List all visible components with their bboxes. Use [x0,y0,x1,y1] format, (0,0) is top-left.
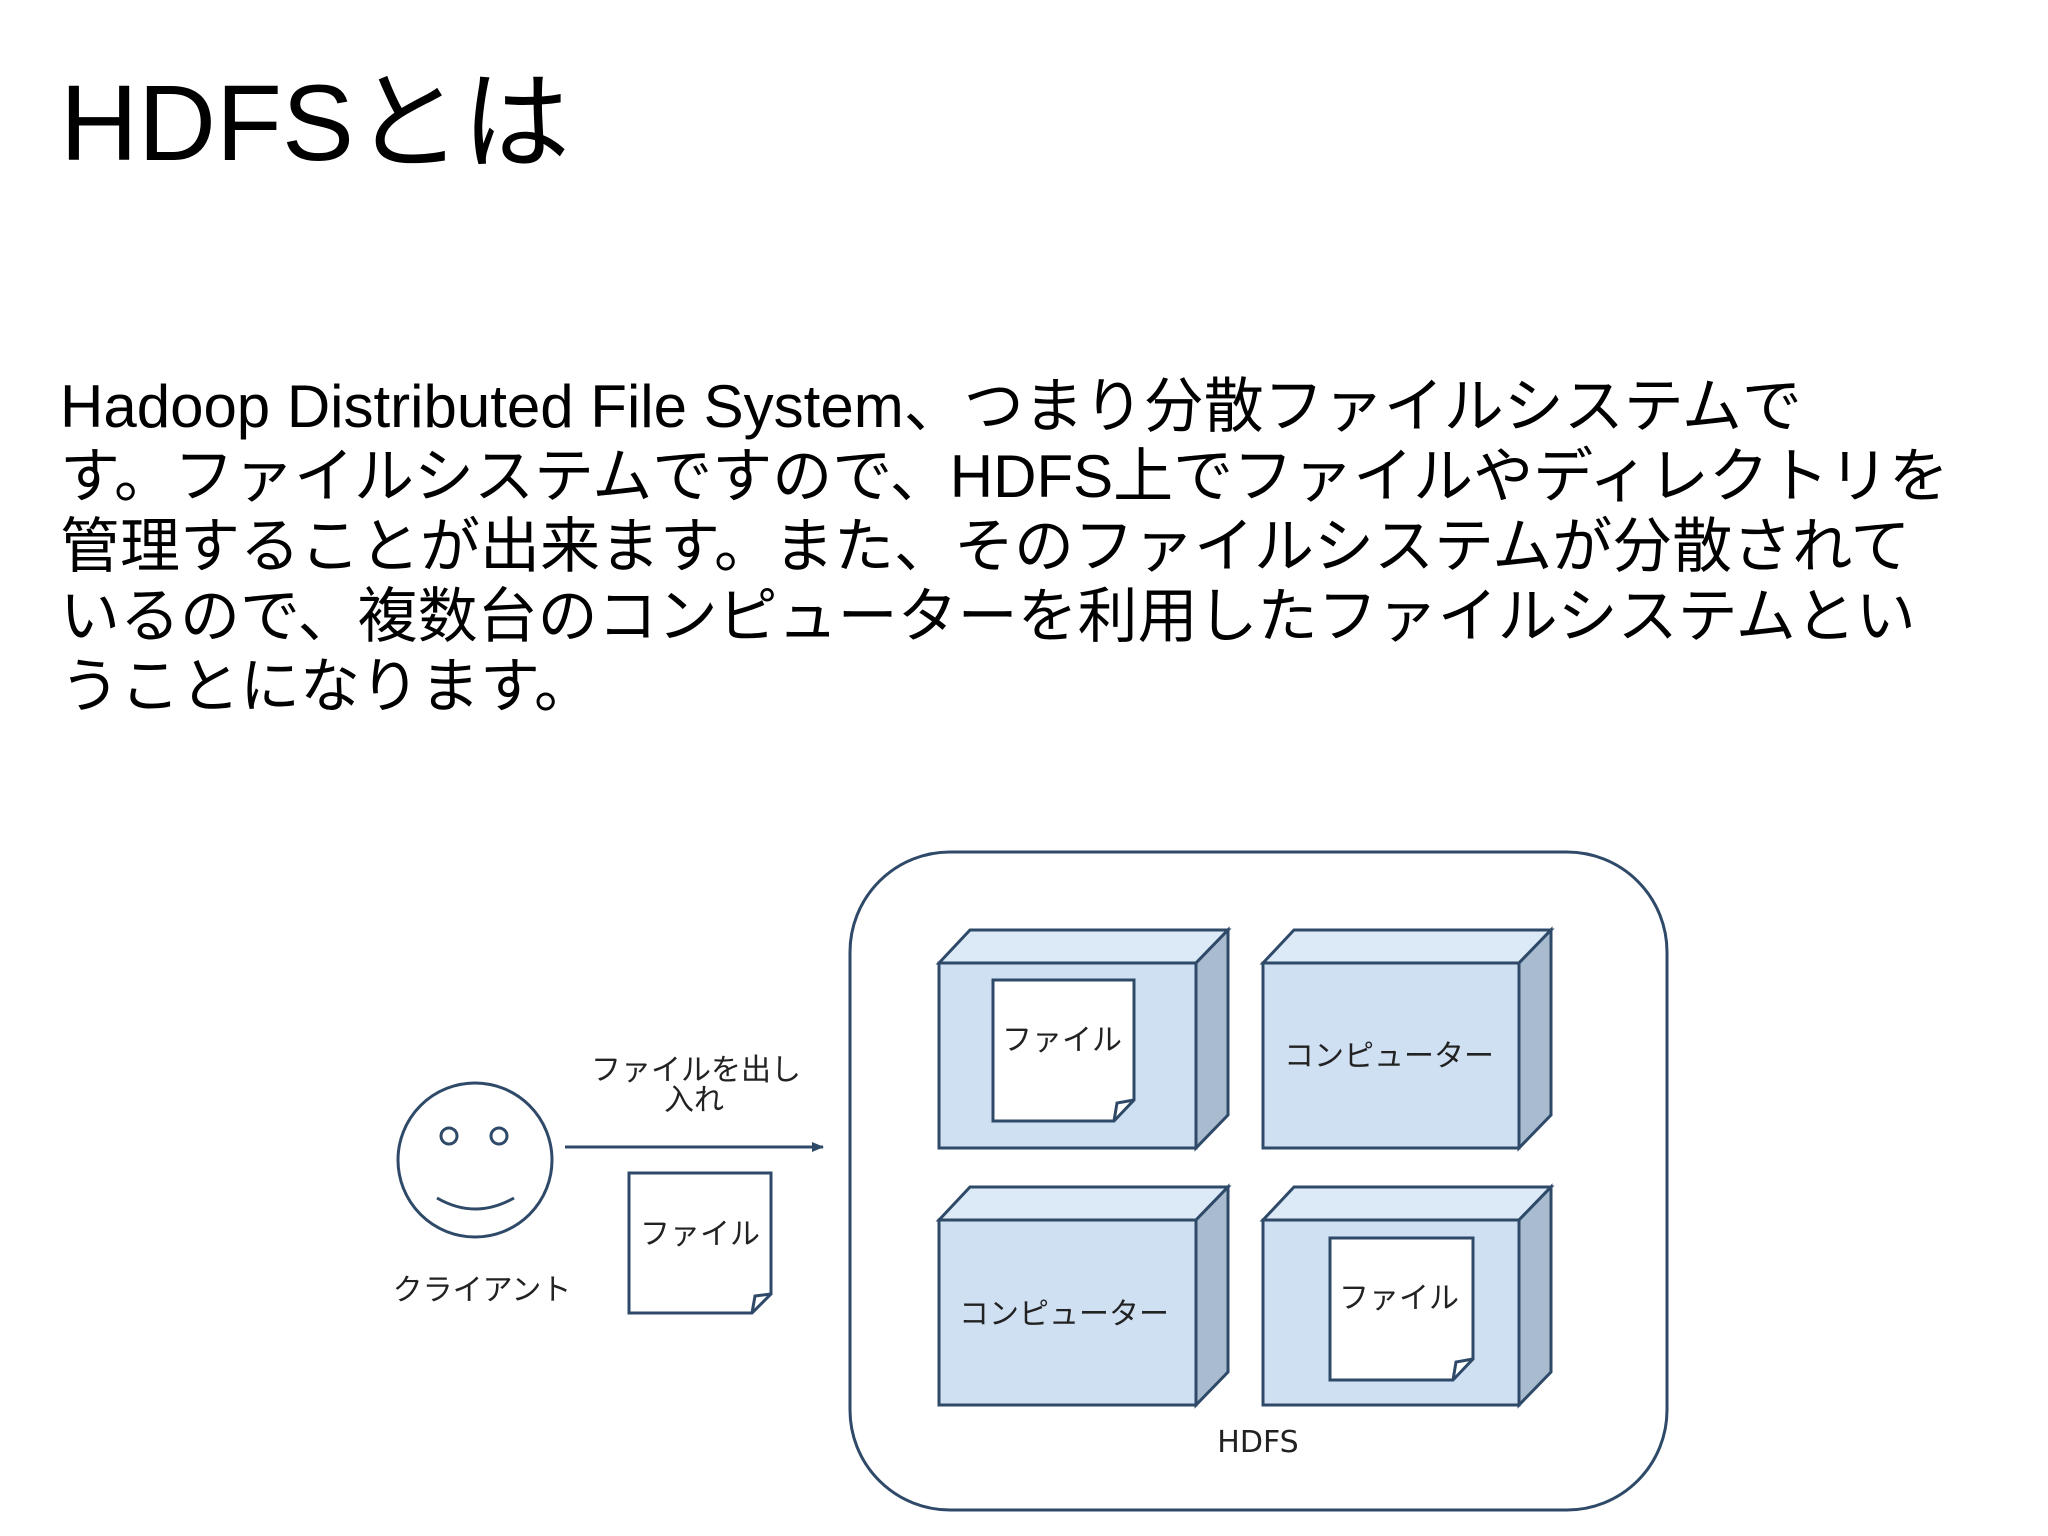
file-icon [1328,1236,1475,1382]
body-line: Hadoop Distributed File System、つまり分散ファイル… [60,373,1802,440]
body-line: 管理することが出来ます。また、そのファイルシステムが分散されて [60,513,1911,580]
client-smiley-icon [396,1081,554,1239]
node-box-4 [1259,1183,1555,1409]
file-icon [991,978,1136,1123]
body-line: す。ファイルシステムですので、HDFS上でファイルやディレクトリを [60,443,1949,510]
body-line: うことになります。 [60,653,594,720]
node-box-2 [1259,926,1555,1152]
node-box-1 [935,926,1232,1152]
slide-body-text: Hadoop Distributed File System、つまり分散ファイル… [60,372,2020,722]
client-label: クライアント [393,1273,572,1308]
body-line: いるので、複数台のコンピューターを利用したファイルシステムとい [60,583,1916,650]
slide-title: HDFSとは [60,62,570,183]
node-1-label: ファイル [1002,1023,1122,1058]
node-4-label: ファイル [1339,1281,1459,1316]
node-3-label: コンピューター [959,1297,1169,1332]
client-file-icon [627,1171,773,1315]
client-file-label: ファイル [640,1217,760,1252]
node-box-3 [935,1183,1232,1409]
arrow-label-line2: 入れ [664,1083,724,1118]
hdfs-label: HDFS [1217,1425,1298,1460]
arrow-label-line1: ファイルを出し [591,1053,801,1088]
node-2-label: コンピューター [1284,1039,1494,1074]
